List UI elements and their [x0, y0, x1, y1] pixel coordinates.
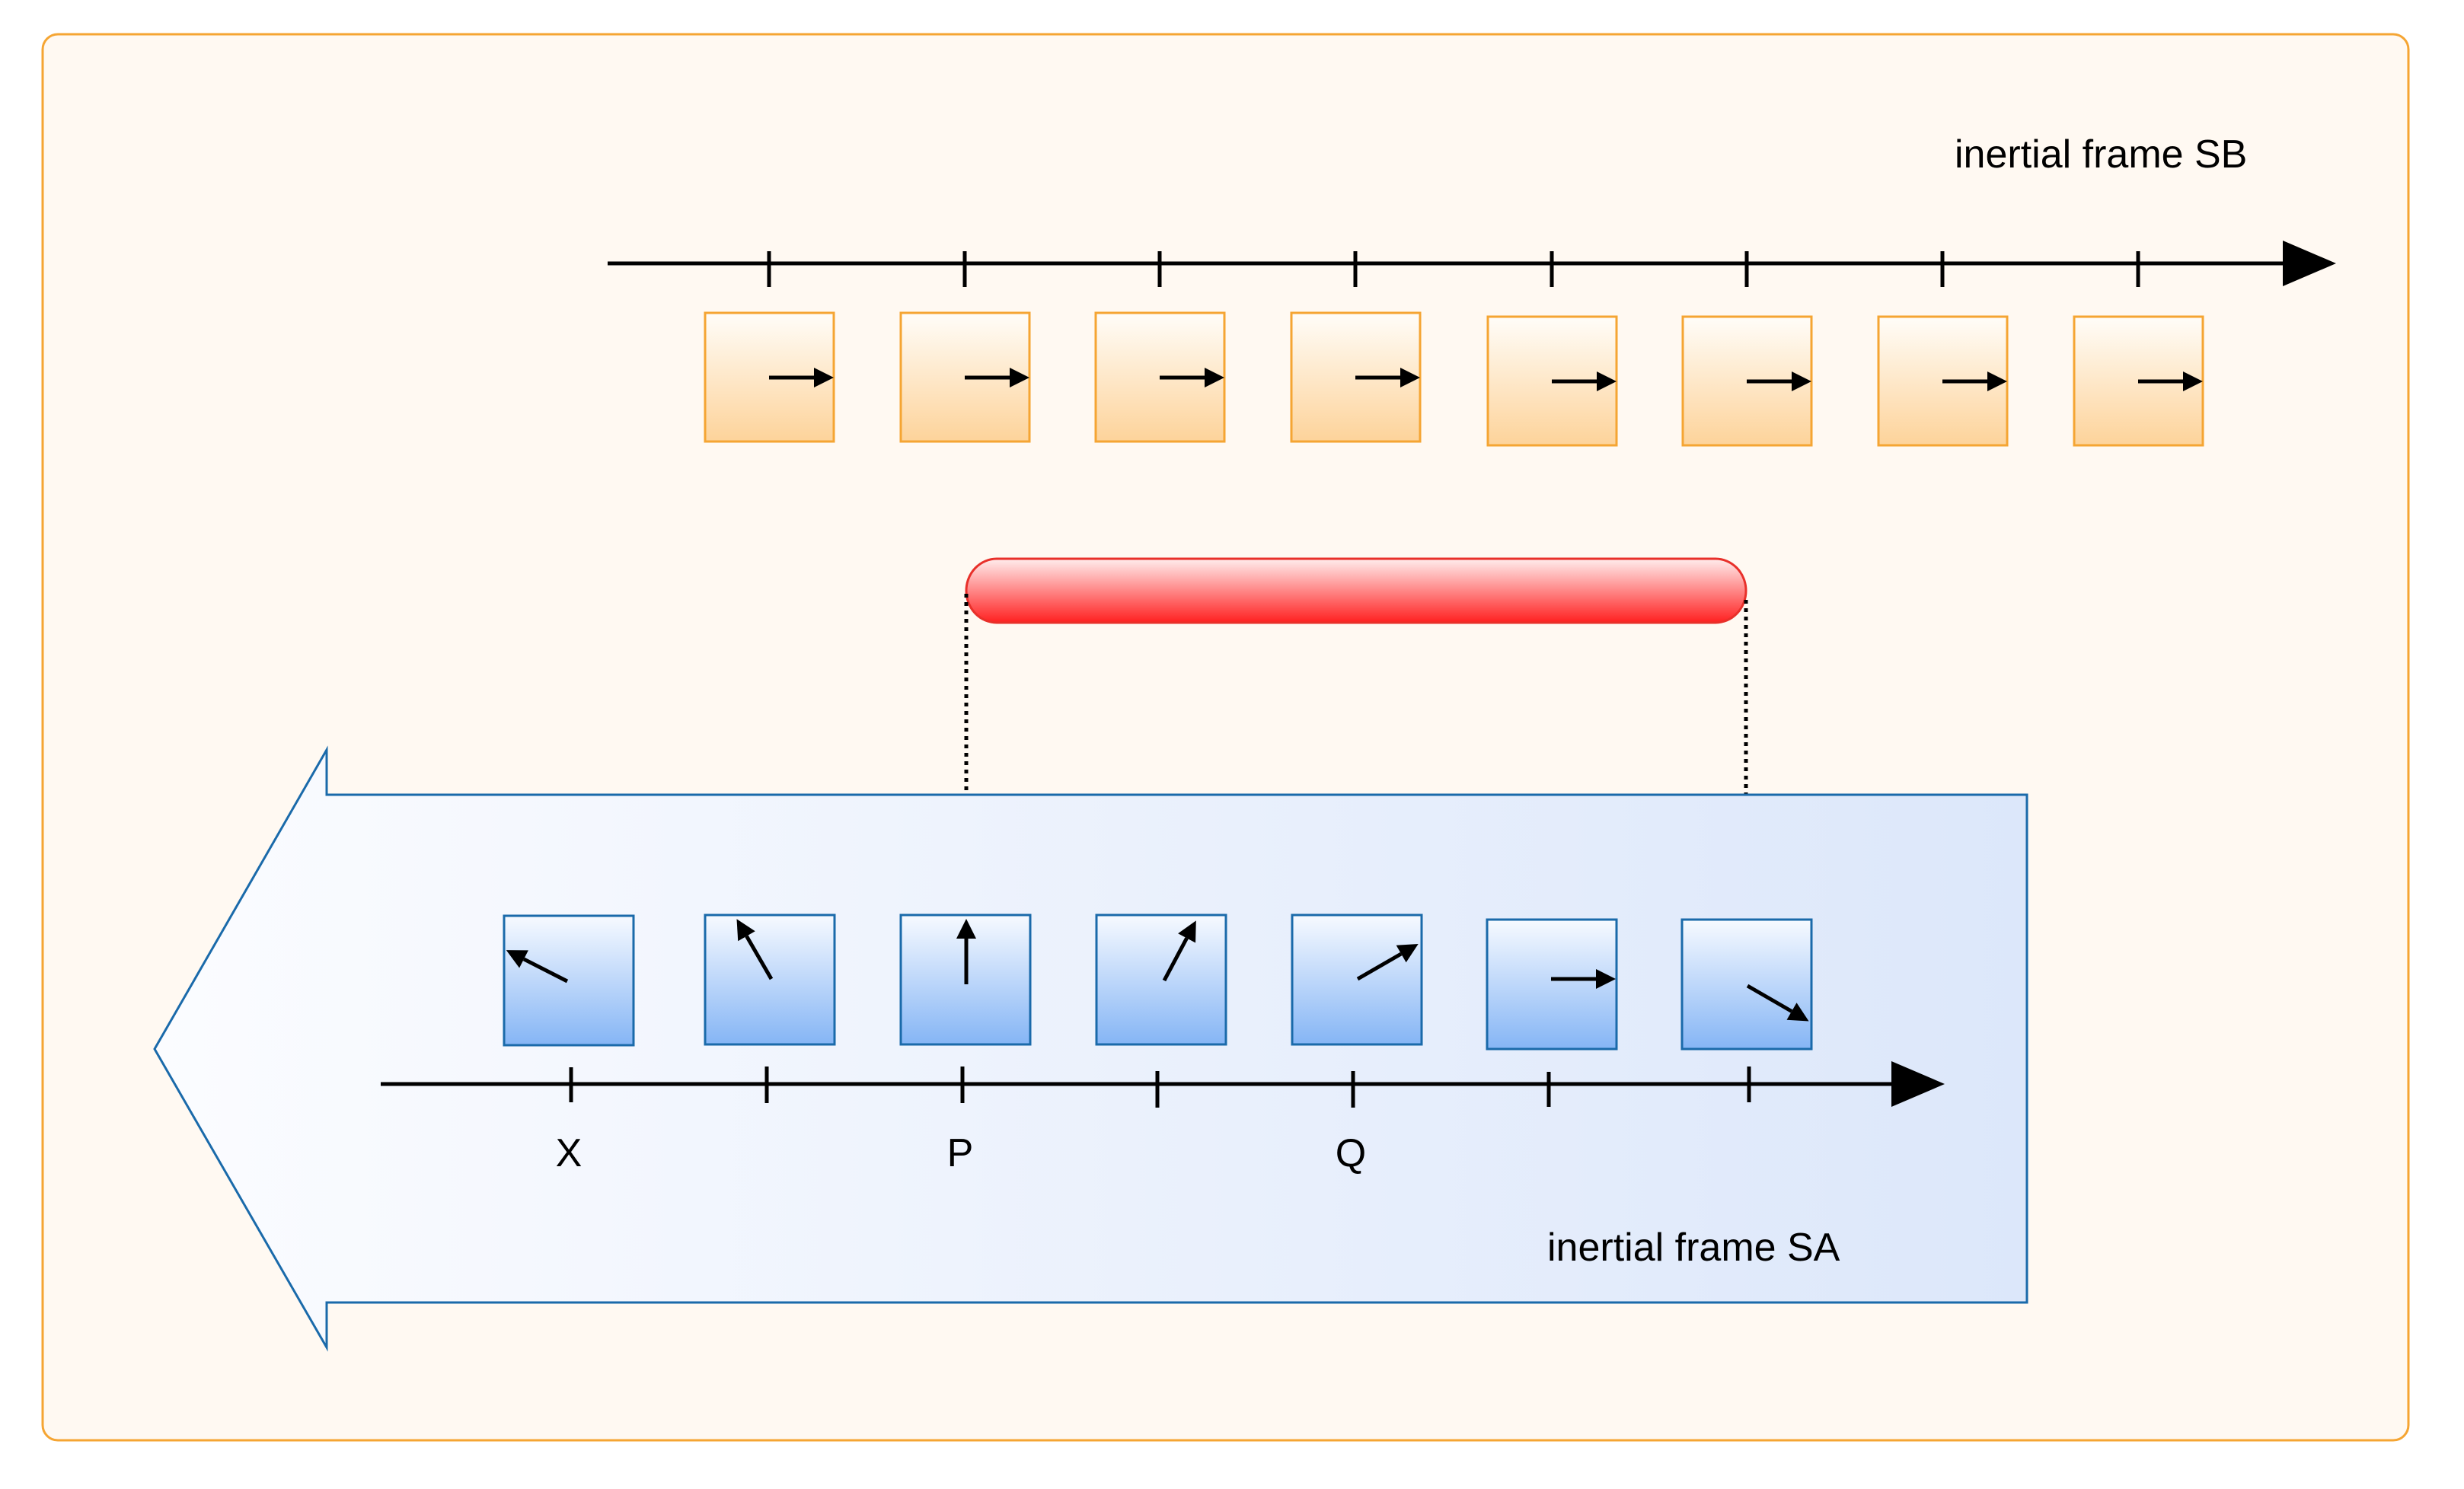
frame-sa-clock [503, 914, 635, 1047]
frame-sa-axis-arrowhead [1891, 1061, 1945, 1107]
frame-sa-tick-label-q: Q [1336, 1131, 1366, 1175]
clock-hand-arrowhead [1597, 371, 1617, 391]
clock-hand-right-icon [1160, 368, 1224, 387]
frame-sa-clock [1291, 913, 1423, 1046]
clock-hand-icon [1162, 920, 1196, 982]
frame-sb-clock [2073, 315, 2204, 447]
clock-hand-arrowhead [1205, 368, 1224, 387]
frame-sa-clock-face [1486, 918, 1618, 1051]
frame-sa-clock [1680, 918, 1813, 1051]
clock-hand-arrowhead [1792, 371, 1811, 391]
frame-sa-clock-face [1291, 913, 1423, 1046]
clock-hand-arrowhead [736, 919, 755, 942]
clock-hand-arrowhead [956, 919, 976, 939]
clock-hand-arrowhead [1400, 368, 1420, 387]
clock-hand-arrowhead [1178, 920, 1196, 943]
frame-sa-clock [704, 913, 836, 1046]
clock-hand-arrowhead [506, 950, 528, 968]
frame-sa-tick-label-p: P [947, 1131, 974, 1175]
clock-hand-right-icon [1355, 368, 1420, 387]
clock-hand-arrowhead [1396, 944, 1419, 963]
clock-hand-shaft [522, 957, 569, 984]
frame-sa-clock [1486, 918, 1618, 1051]
frame-sb-clock [899, 311, 1031, 443]
frame-sa-clock-face [1095, 913, 1227, 1046]
clock-hand-icon [736, 919, 774, 980]
clock-hand-right-icon [1747, 371, 1811, 391]
frame-sa-clocks [503, 913, 1813, 1051]
clock-hand-right-icon [1552, 371, 1617, 391]
clock-hand-arrowhead [1987, 371, 2007, 391]
clock-hand-icon [1746, 984, 1809, 1022]
clock-hand-arrowhead [2183, 371, 2203, 391]
frame-sa-motion-arrow [153, 745, 2028, 1352]
frame-sb-clocks [704, 311, 2204, 447]
frame-sb-ticks [767, 251, 2140, 287]
clock-hand-shaft [1356, 952, 1403, 981]
frame-sa-clock [1095, 913, 1227, 1046]
frame-sa-clock-face [1680, 918, 1813, 1051]
frame-sb-axis-arrowhead [2283, 241, 2336, 286]
clock-hand-arrowhead [1010, 368, 1029, 387]
clock-hand-right-icon [1942, 371, 2007, 391]
frame-sa: X P Q inertial frame SA [153, 745, 2028, 1352]
frame-sb: inertial frame SB [608, 132, 2336, 447]
frame-sb-clock [1877, 315, 2009, 447]
clock-hand-icon [956, 919, 976, 984]
clock-hand-icon [506, 950, 569, 984]
frame-sa-clock-face [503, 914, 635, 1047]
clock-hand-right-icon [2138, 371, 2203, 391]
frame-sb-clock [1486, 315, 1618, 447]
clock-hand-arrowhead [1786, 1003, 1809, 1022]
clock-hand-shaft [745, 935, 774, 980]
red-rod [965, 557, 1747, 624]
frame-sb-axis [608, 241, 2336, 287]
frame-sa-label: inertial frame SA [1547, 1226, 1840, 1270]
frame-sb-clock [1681, 315, 1813, 447]
clock-hand-arrowhead [814, 368, 834, 387]
clock-hand-right-icon [965, 368, 1029, 387]
clock-hand-arrowhead [1596, 969, 1616, 989]
clock-hand-right-icon [769, 368, 834, 387]
clock-hand-shaft [1162, 937, 1189, 982]
clock-hand-icon [1356, 944, 1419, 981]
frame-sa-tick-label-x: X [556, 1131, 582, 1175]
frame-sb-clock [1290, 311, 1422, 443]
clock-hand-icon [1551, 969, 1616, 989]
frame-sa-ticks [569, 1067, 1751, 1108]
frame-sb-label: inertial frame SB [1955, 132, 2247, 177]
clock-hand-shaft [1746, 984, 1793, 1013]
frame-sb-clock [704, 311, 835, 443]
rod-group [964, 557, 1748, 919]
frame-sa-clock [899, 913, 1032, 1046]
frame-sb-clock [1094, 311, 1226, 443]
